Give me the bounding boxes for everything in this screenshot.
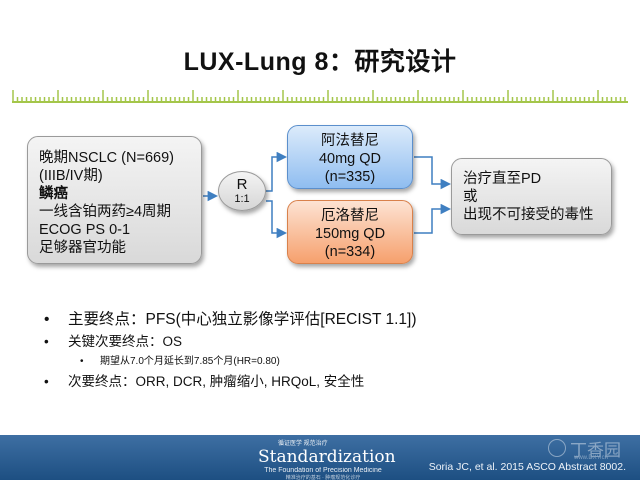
erlotinib-arm-line: 厄洛替尼 bbox=[321, 208, 379, 224]
bullet-dot-icon: • bbox=[80, 356, 84, 367]
erlotinib-arm-line: 150mg QD bbox=[314, 226, 386, 242]
watermark-url: www.DXY.cn bbox=[574, 455, 608, 461]
bullet-text: 关键次要终点：OS bbox=[68, 334, 183, 349]
dxy-logo-icon bbox=[548, 439, 566, 457]
bullet-expected-os: • 期望从7.0个月延长到7.85个月(HR=0.80) bbox=[44, 354, 604, 370]
bullet-primary-endpoint: • 主要终点：PFS(中心独立影像学评估[RECIST 1.1]) bbox=[44, 309, 604, 331]
arrow-randomization-to-afatinib bbox=[266, 151, 288, 192]
population-line: 晚期NSCLC (N=669) bbox=[39, 150, 174, 166]
outcome-line: 治疗直至PD bbox=[463, 171, 542, 187]
bullet-dot-icon: • bbox=[44, 311, 50, 328]
bullet-text: 主要终点：PFS(中心独立影像学评估[RECIST 1.1]) bbox=[68, 311, 417, 328]
outcome-line: 出现不可接受的毒性 bbox=[463, 207, 594, 223]
afatinib-arm-line: 40mg QD bbox=[318, 151, 382, 167]
population-line: 足够器官功能 bbox=[39, 240, 126, 256]
dxy-watermark: 丁香园 www.DXY.cn bbox=[548, 436, 630, 462]
erlotinib-arm-line: (n=334) bbox=[324, 244, 376, 260]
logo-subtitle: The Foundation of Precision Medicine bbox=[264, 467, 382, 474]
randomization-ratio: 1:1 bbox=[234, 193, 250, 205]
slide-title: LUX-Lung 8：研究设计 bbox=[183, 48, 457, 76]
population-line: (IIIB/IV期) bbox=[39, 168, 103, 184]
bullet-dot-icon: • bbox=[44, 374, 49, 389]
randomization-node: R 1:1 bbox=[218, 171, 266, 211]
outcome-box: 治疗直至PD 或 出现不可接受的毒性 bbox=[451, 158, 612, 235]
logo-wordmark: Standardization bbox=[258, 447, 396, 467]
outcome-line: 或 bbox=[463, 189, 478, 205]
bullet-dot-icon: • bbox=[44, 334, 49, 349]
arrow-randomization-to-erlotinib bbox=[266, 200, 288, 239]
afatinib-arm-line: (n=335) bbox=[324, 169, 376, 185]
erlotinib-arm-box: 厄洛替尼 150mg QD (n=334) bbox=[287, 200, 413, 264]
citation: Soria JC, et al. 2015 ASCO Abstract 8002… bbox=[428, 461, 626, 473]
bullet-text: 次要终点：ORR, DCR, 肿瘤缩小, HRQoL, 安全性 bbox=[68, 374, 365, 389]
standardization-logo: 循证医学 规范治疗 Standardization The Foundation… bbox=[258, 440, 396, 481]
ruler-divider bbox=[12, 90, 628, 103]
arrow-afatinib-to-outcome bbox=[414, 156, 452, 190]
logo-tagline: 循证医学 规范治疗 bbox=[278, 441, 328, 447]
population-line: 一线含铂两药≥4周期 bbox=[39, 204, 172, 220]
bullet-key-secondary-endpoint: • 关键次要终点：OS bbox=[44, 332, 604, 352]
population-box: 晚期NSCLC (N=669) (IIIB/IV期) 鳞癌 一线含铂两药≥4周期… bbox=[27, 136, 202, 264]
population-line: ECOG PS 0-1 bbox=[39, 222, 131, 238]
afatinib-arm-box: 阿法替尼 40mg QD (n=335) bbox=[287, 125, 413, 189]
randomization-label: R bbox=[236, 176, 248, 193]
arrow-erlotinib-to-outcome bbox=[414, 203, 452, 234]
logo-subtitle-cn: 精准治疗的基石 · 肿瘤规范化诊疗 bbox=[285, 475, 361, 481]
bullet-text: 期望从7.0个月延长到7.85个月(HR=0.80) bbox=[100, 356, 280, 367]
footer-bar bbox=[0, 435, 640, 480]
endpoint-list: • 主要终点：PFS(中心独立影像学评估[RECIST 1.1]) • 关键次要… bbox=[44, 309, 604, 392]
population-line: 鳞癌 bbox=[39, 186, 68, 202]
watermark-text: 丁香园 bbox=[570, 441, 621, 460]
afatinib-arm-line: 阿法替尼 bbox=[321, 133, 379, 149]
bullet-secondary-endpoints: • 次要终点：ORR, DCR, 肿瘤缩小, HRQoL, 安全性 bbox=[44, 372, 604, 392]
